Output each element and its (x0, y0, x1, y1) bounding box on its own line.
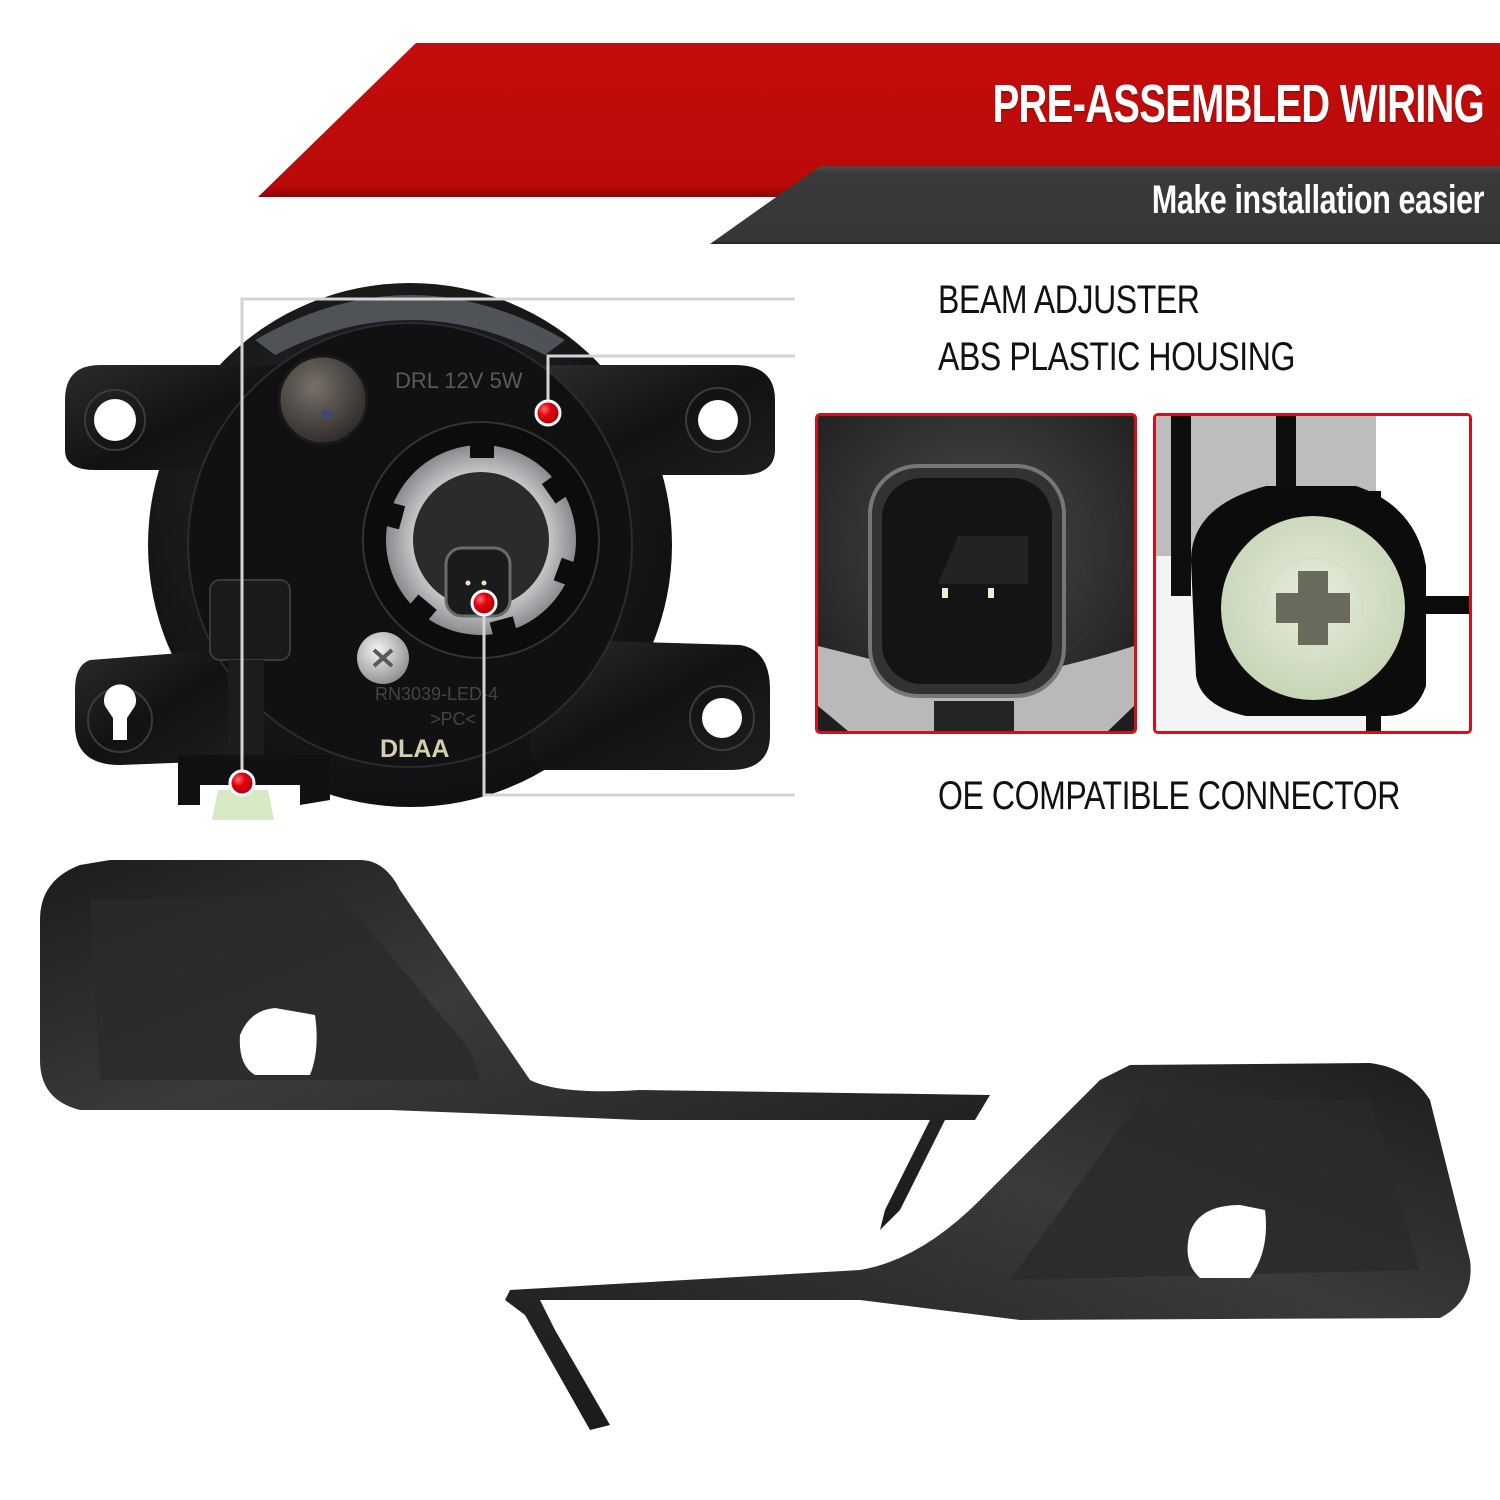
housing-marker (228, 769, 256, 797)
callout-markers (228, 399, 562, 797)
header-banner: PRE-ASSEMBLED WIRING Make installation e… (0, 0, 1500, 250)
bezel-left-opening (239, 1008, 317, 1075)
beam-adjuster-marker (534, 399, 562, 427)
mount-hole (698, 400, 738, 440)
mount-hole (94, 399, 136, 441)
lamp-code-marking: DLAA (380, 735, 449, 763)
lamp-material-marking: >PC< (430, 709, 476, 729)
fog-light-bezel-left (30, 840, 1010, 1260)
callout-oe-compatible-connector: OE COMPATIBLE CONNECTOR (938, 774, 1400, 818)
banner-subtitle: Make installation easier (1151, 178, 1485, 222)
fog-lamp-rear-view: DRL 12V 5W RN3039-LED-4 >PC< DLAA (55, 255, 795, 835)
keyhole-mount (104, 684, 136, 740)
callout-abs-plastic-housing: ABS PLASTIC HOUSING (938, 335, 1295, 379)
mount-hole (702, 698, 742, 738)
connector-marker (470, 589, 498, 617)
callout-beam-adjuster: BEAM ADJUSTER (938, 278, 1200, 322)
fog-light-bezel-right (500, 1050, 1500, 1470)
red-banner (258, 43, 1500, 197)
banner-shapes (258, 43, 1500, 244)
bezel-right-opening (1187, 1205, 1266, 1278)
dark-banner (710, 166, 1500, 244)
harness-plug (212, 790, 274, 820)
banner-title: PRE-ASSEMBLED WIRING (992, 74, 1485, 134)
inset-connector-closeup (815, 413, 1137, 734)
lamp-rating-marking: DRL 12V 5W (395, 368, 523, 393)
adjuster-cross-socket (1276, 571, 1350, 645)
lamp-part-number-marking: RN3039-LED-4 (375, 684, 498, 704)
inset-beam-adjuster-closeup (1153, 413, 1472, 734)
leader-lines (240, 297, 795, 797)
beam-adjuster-knob (277, 354, 369, 446)
